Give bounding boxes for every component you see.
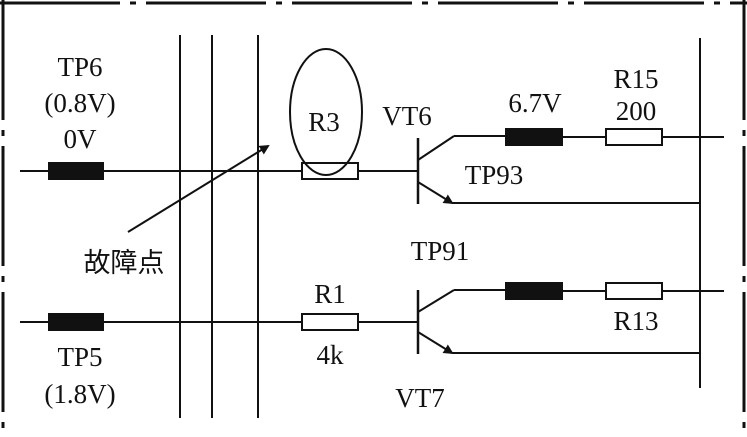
r3-label: R3 [308, 107, 340, 137]
tp93-label: TP93 [465, 160, 524, 190]
bottom-signal-line [20, 313, 418, 331]
tp6-component-icon [48, 162, 104, 180]
tp6-label: TP6 [57, 52, 102, 82]
vt7-npn-transistor-icon [416, 289, 700, 355]
vt6-label: VT6 [382, 101, 432, 131]
r1-label: R1 [314, 279, 346, 309]
r15-value-label: 200 [616, 96, 657, 126]
arrow-pointer-icon [127, 144, 270, 233]
top-signal-line [20, 162, 418, 180]
tp5-component-icon [48, 313, 104, 331]
r13-resistor-icon [605, 282, 663, 300]
v67-component-icon [505, 128, 563, 146]
r1-resistor-icon [301, 313, 359, 331]
fault-point-label: 故障点 [84, 248, 165, 278]
vt6-npn-transistor-icon [416, 135, 700, 205]
vt7-label: VT7 [395, 383, 445, 413]
tp5-voltage-paren-label: (1.8V) [44, 379, 115, 409]
r15-label: R15 [613, 64, 658, 94]
tp6-voltage-label: 0V [64, 124, 98, 154]
r3-resistor-icon [301, 162, 359, 180]
tp91-label: TP91 [411, 236, 470, 266]
tp5-label: TP5 [57, 342, 102, 372]
top-right-branch [505, 128, 724, 146]
bottom-filled-component-icon [505, 282, 563, 300]
ellipse-highlight-icon [289, 48, 363, 176]
tp6-voltage-paren-label: (0.8V) [44, 88, 115, 118]
r15-resistor-icon [605, 128, 663, 146]
r13-label: R13 [613, 306, 658, 336]
v67-label: 6.7V [508, 88, 562, 118]
bottom-right-branch [505, 282, 724, 300]
bus-lines [179, 35, 701, 418]
r1-value-label: 4k [317, 340, 345, 370]
